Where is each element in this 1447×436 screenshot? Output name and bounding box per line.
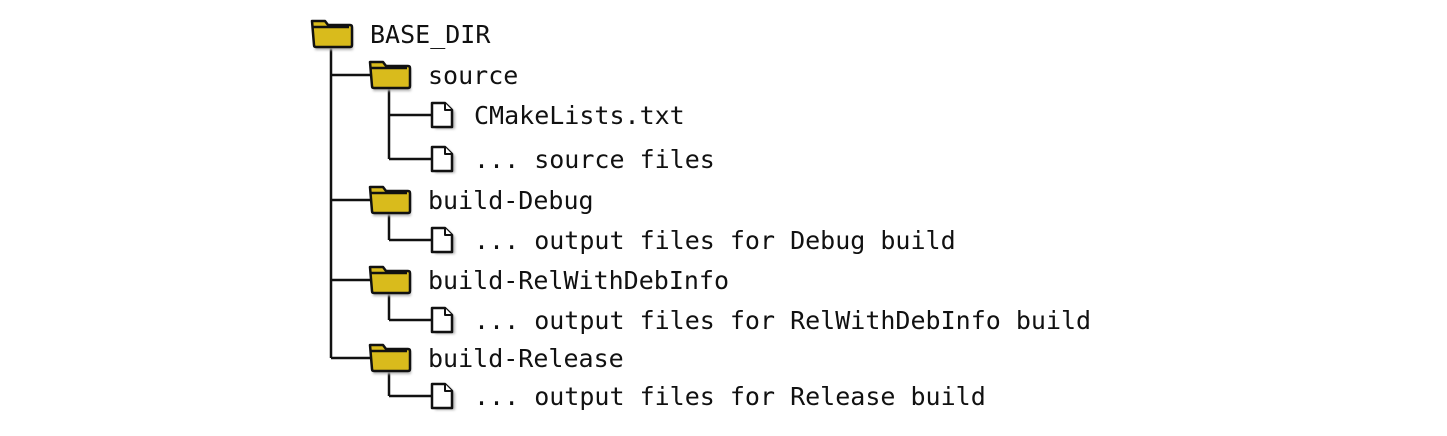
- folder-label: build-RelWithDebInfo: [428, 266, 729, 295]
- file-label: ... output files for Debug build: [474, 226, 956, 255]
- folder-icon: [368, 60, 412, 91]
- folder-label: source: [428, 61, 518, 90]
- file-icon: [430, 101, 455, 129]
- folder-label: build-Release: [428, 344, 624, 373]
- file-icon: [430, 382, 455, 410]
- folder-node: build-Release: [368, 343, 624, 374]
- folder-node: build-Debug: [368, 185, 594, 216]
- file-node: ... output files for RelWithDebInfo buil…: [430, 306, 1091, 335]
- file-icon: [430, 145, 455, 173]
- file-node: ... output files for Release build: [430, 382, 986, 411]
- file-label: ... output files for Release build: [474, 382, 986, 411]
- file-label: ... output files for RelWithDebInfo buil…: [474, 306, 1091, 335]
- file-icon: [430, 226, 455, 254]
- folder-label: build-Debug: [428, 186, 594, 215]
- file-icon: [430, 306, 455, 334]
- folder-label: BASE_DIR: [370, 20, 491, 49]
- folder-icon: [368, 343, 412, 374]
- folder-node: BASE_DIR: [310, 19, 491, 50]
- folder-icon: [368, 265, 412, 296]
- file-node: ... source files: [430, 145, 715, 174]
- tree-connectors: [329, 45, 432, 398]
- file-node: CMakeLists.txt: [430, 101, 685, 130]
- folder-icon: [310, 19, 354, 50]
- file-node: ... output files for Debug build: [430, 226, 956, 255]
- folder-node: source: [368, 60, 518, 91]
- folder-icon: [368, 185, 412, 216]
- file-label: ... source files: [474, 145, 715, 174]
- file-label: CMakeLists.txt: [474, 101, 685, 130]
- folder-node: build-RelWithDebInfo: [368, 265, 729, 296]
